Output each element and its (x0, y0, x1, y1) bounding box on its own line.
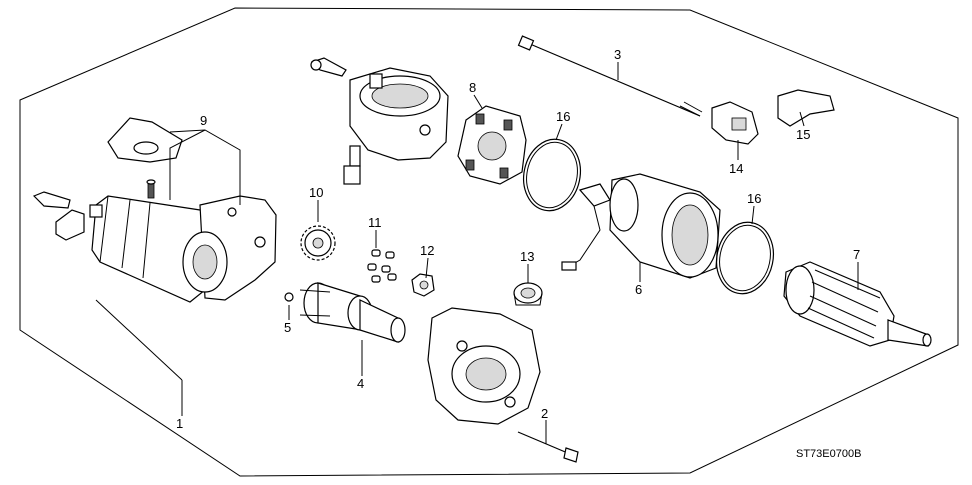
callout-16-lower: 16 (747, 191, 761, 206)
part-11-gear-set[interactable] (367, 249, 397, 283)
part-9-starter-housing[interactable] (32, 117, 277, 303)
callout-4: 4 (357, 376, 364, 391)
callout-16-upper: 16 (556, 109, 570, 124)
leader-lines (95, 62, 859, 444)
part-3-through-bolt[interactable] (517, 35, 703, 117)
part-5-steel-ball[interactable] (284, 292, 294, 302)
part-4-drive-pinion[interactable] (299, 282, 406, 343)
front-housing[interactable] (427, 307, 541, 425)
part-10-planetary-gear[interactable] (300, 225, 336, 261)
callout-12: 12 (420, 243, 434, 258)
callout-6: 6 (635, 282, 642, 297)
assembly-boundary (19, 7, 959, 477)
diagram-code: ST73E0700B (796, 448, 861, 460)
part-13-seal[interactable] (513, 282, 543, 306)
part-2-bolt[interactable] (517, 431, 579, 463)
part-15-clip[interactable] (777, 89, 835, 127)
part-7-armature[interactable] (783, 261, 932, 347)
callout-5: 5 (284, 320, 291, 335)
callout-7: 7 (853, 247, 860, 262)
callout-10: 10 (309, 185, 323, 200)
part-6-yoke-assembly[interactable] (561, 173, 721, 279)
callout-8: 8 (469, 80, 476, 95)
callout-13: 13 (520, 249, 534, 264)
callout-1: 1 (176, 416, 183, 431)
part-16-o-ring-lower[interactable] (710, 217, 780, 299)
brush-end-cover[interactable] (310, 57, 449, 185)
callout-9: 9 (200, 113, 207, 128)
callout-14: 14 (729, 161, 743, 176)
callout-2: 2 (541, 406, 548, 421)
callout-15: 15 (796, 127, 810, 142)
part-12-collar[interactable] (411, 273, 435, 297)
part-16-o-ring-upper[interactable] (517, 134, 587, 216)
part-8-brush-holder[interactable] (457, 105, 527, 185)
callout-labels: 1 2 3 4 5 6 7 8 9 10 11 12 13 14 15 16 1… (176, 47, 860, 431)
callout-11: 11 (368, 215, 382, 230)
callout-3: 3 (614, 47, 621, 62)
part-14-bracket[interactable] (711, 101, 759, 145)
